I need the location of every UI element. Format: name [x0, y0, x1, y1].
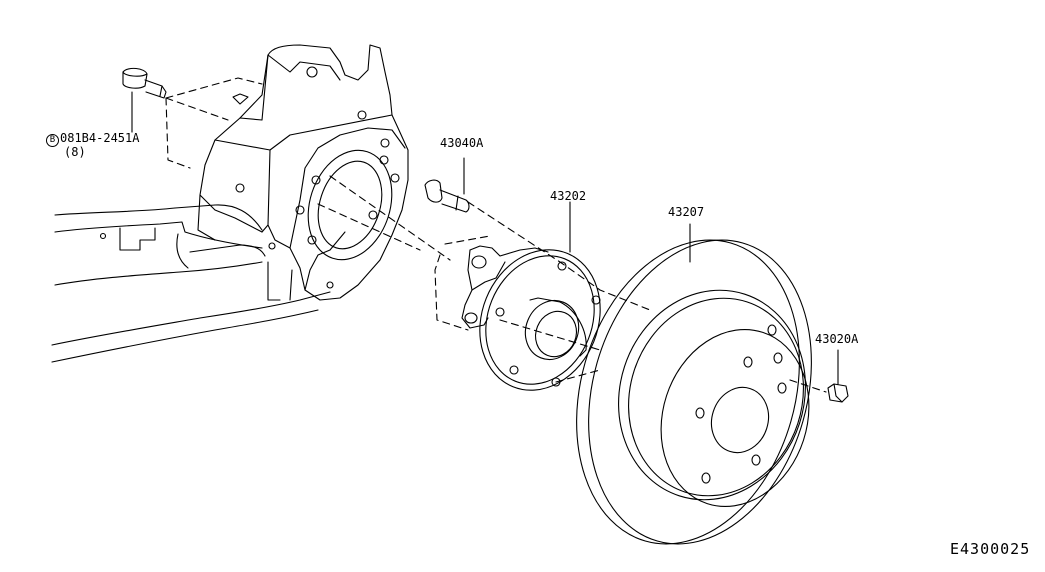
hub-part-number: 43202 [550, 189, 587, 203]
nut-part-number: 43020A [815, 332, 859, 346]
hub-stud [424, 157, 470, 213]
brake-rotor [576, 223, 812, 545]
assembly-lines [165, 77, 827, 393]
knuckle-bracket [197, 44, 409, 301]
bolt-prefix-symbol: B [46, 134, 59, 147]
hub-bearing [461, 201, 601, 391]
rotor-part-number: 43207 [668, 205, 705, 219]
bolt-part-number-text: 081B4-2451A [60, 131, 140, 145]
axle-beam [51, 204, 331, 363]
stud-part-number: 43040A [440, 136, 484, 150]
flange-bolt [122, 67, 167, 133]
bolt-quantity: (8) [64, 145, 86, 159]
wheel-nut [827, 349, 849, 403]
diagram-code: E4300025 [950, 540, 1031, 558]
